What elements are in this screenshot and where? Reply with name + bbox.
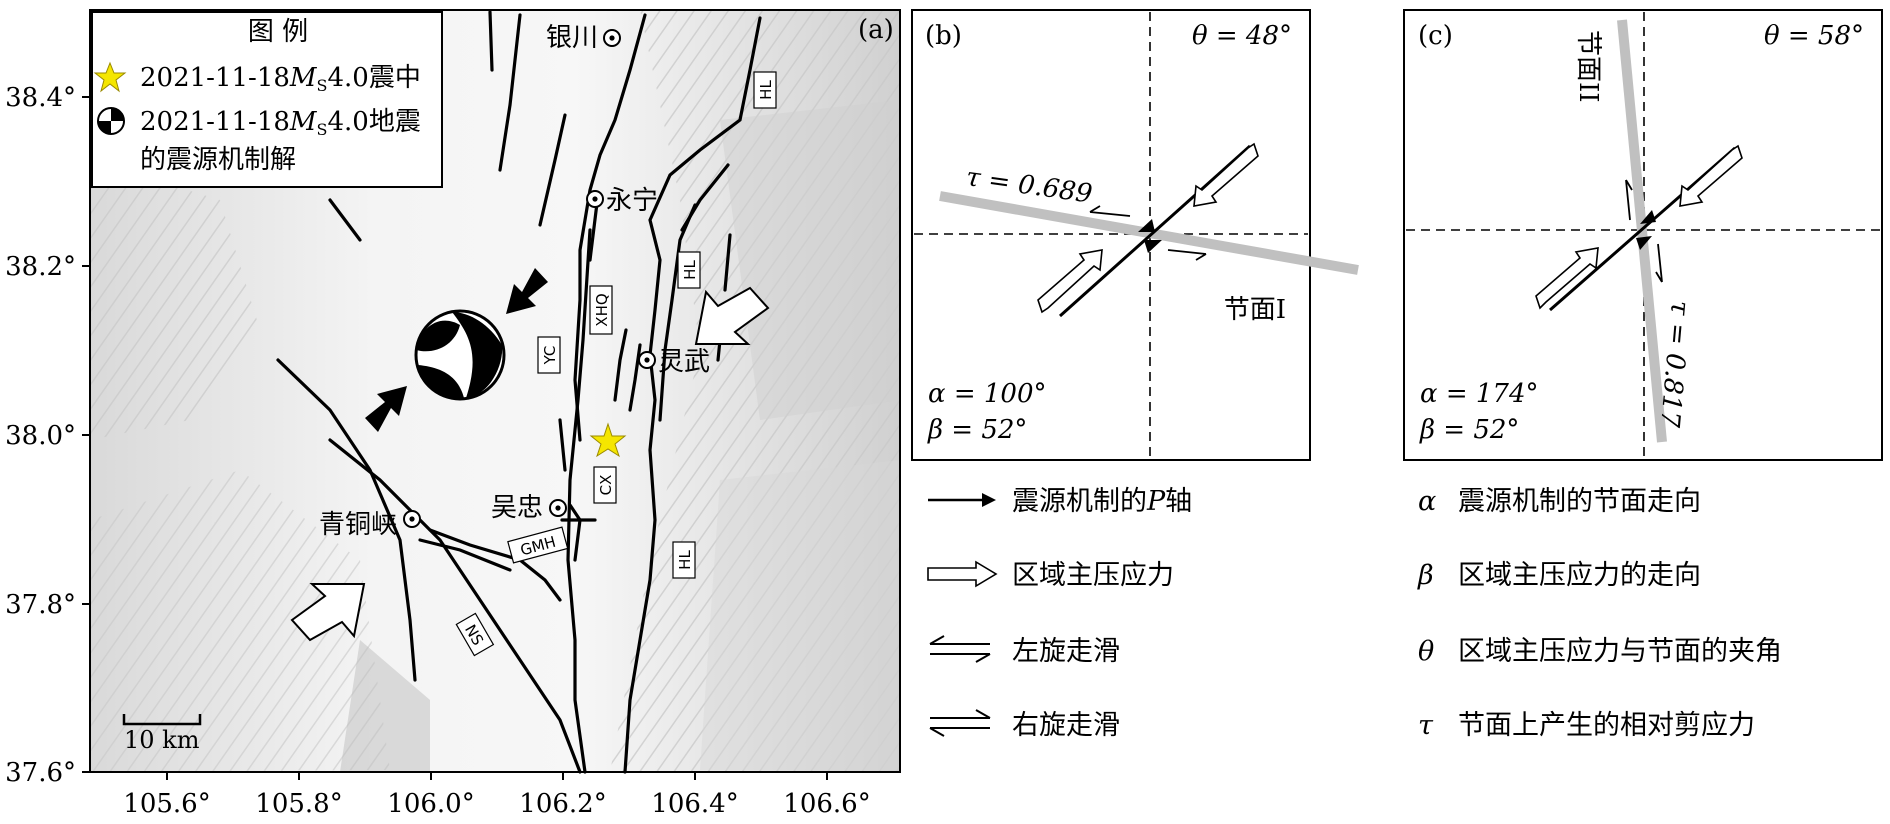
- legend-right-lateral: 右旋走滑: [929, 709, 1120, 741]
- legend-alpha-sym: α: [1418, 486, 1436, 517]
- y-tick-label: 38.2°: [5, 252, 76, 282]
- y-tick-label: 37.8°: [5, 590, 76, 620]
- svg-text:震源机制的P轴: 震源机制的P轴: [1012, 486, 1192, 517]
- y-tick-label: 38.4°: [5, 83, 76, 113]
- regional-stress-arrows: [290, 286, 770, 642]
- bottom-legend: 震源机制的P轴 区域主压应力 左旋走滑 右旋走滑 α 震源机制的节面走向 β 区…: [927, 486, 1782, 741]
- city-wuzhong: 吴忠: [491, 493, 567, 523]
- y-tick-label: 38.0°: [5, 421, 76, 451]
- svg-text:灵武: 灵武: [658, 347, 710, 377]
- panel-c: (c) θ = 58° 节面II τ = 0.817 α = 174° β = …: [1403, 9, 1883, 461]
- map-area: [89, 9, 901, 773]
- legend-tau-sym: τ: [1418, 710, 1434, 741]
- legend-p-axis: 震源机制的P轴: [928, 486, 1192, 517]
- svg-text:HL: HL: [681, 260, 699, 280]
- city-qingtongxia: 青铜峡: [319, 510, 421, 540]
- legend-left-lateral: 左旋走滑: [929, 635, 1120, 667]
- p-axis-arrows: [365, 268, 548, 432]
- nodal-plane-1: [939, 191, 1359, 275]
- x-tick-label: 105.6°: [123, 789, 210, 819]
- fault-label-yc: YC: [537, 336, 561, 374]
- map-axes: [82, 96, 828, 780]
- legend-alpha-desc: 震源机制的节面走向: [1458, 486, 1701, 517]
- x-tick-label: 105.8°: [255, 789, 342, 819]
- fault-label-hl-1: HL: [753, 71, 777, 109]
- city-yinchuan: 银川: [546, 23, 621, 53]
- svg-text:HL: HL: [676, 550, 694, 570]
- legend-star-icon: [93, 61, 127, 93]
- fault-label-hl-3: HL: [672, 541, 696, 579]
- panel-b: (b) θ = 48° τ = 0.689 节面I α = 100° β = 5…: [911, 9, 1359, 461]
- panel-c-label: (c): [1418, 21, 1453, 51]
- legend-beachball-icon: [97, 107, 125, 135]
- svg-text:青铜峡: 青铜峡: [319, 510, 397, 540]
- panel-c-beta: β = 52°: [1419, 415, 1519, 445]
- city-lingwu: 灵武: [638, 347, 710, 377]
- svg-text:YC: YC: [541, 346, 559, 366]
- map-legend: 图 例 2021-11-18MS4.0震中 2021-11-18MS4.0地震 …: [91, 11, 443, 188]
- x-tick-label: 106.2°: [519, 789, 606, 819]
- fault-label-hl-2: HL: [677, 251, 701, 289]
- svg-text:左旋走滑: 左旋走滑: [1012, 636, 1120, 667]
- panel-b-alpha: α = 100°: [928, 379, 1047, 409]
- panel-c-plane: 节面II: [1573, 30, 1603, 103]
- svg-text:右旋走滑: 右旋走滑: [1012, 710, 1120, 741]
- panel-b-label: (b): [925, 21, 962, 51]
- legend-theta-desc: 区域主压应力与节面的夹角: [1458, 636, 1782, 667]
- y-tick-label: 37.6°: [5, 758, 76, 788]
- x-tick-label: 106.4°: [651, 789, 738, 819]
- panel-b-plane: 节面I: [1224, 295, 1286, 325]
- legend-title: 图 例: [248, 17, 308, 47]
- svg-text:10 km: 10 km: [124, 726, 200, 754]
- legend-fm-text: 2021-11-18MS4.0地震: [140, 107, 421, 139]
- panel-a-label: (a): [858, 15, 894, 45]
- fault-label-cx: CX: [593, 466, 617, 504]
- city-yongning: 永宁: [586, 186, 658, 216]
- x-tick-label: 106.6°: [783, 789, 870, 819]
- legend-tau-desc: 节面上产生的相对剪应力: [1458, 710, 1755, 741]
- legend-beta-desc: 区域主压应力的走向: [1458, 560, 1701, 591]
- svg-text:CX: CX: [597, 475, 615, 496]
- city-markers: 银川 永宁 灵武 吴忠 青铜峡: [319, 23, 710, 540]
- legend-epicenter-text: 2021-11-18MS4.0震中: [140, 63, 421, 95]
- epicenter-star-icon: [589, 422, 627, 458]
- svg-text:永宁: 永宁: [606, 186, 658, 216]
- svg-text:区域主压应力: 区域主压应力: [1012, 560, 1174, 591]
- svg-text:XHQ: XHQ: [593, 293, 611, 326]
- legend-fm-line2: 的震源机制解: [140, 145, 296, 175]
- panel-c-alpha: α = 174°: [1420, 379, 1539, 409]
- focal-mechanism-beachball-icon: [414, 309, 506, 401]
- fault-label-xhq: XHQ: [589, 285, 613, 335]
- legend-theta-sym: θ: [1418, 636, 1434, 667]
- svg-text:HL: HL: [757, 80, 775, 100]
- x-tick-label: 106.0°: [387, 789, 474, 819]
- legend-beta-sym: β: [1417, 560, 1434, 591]
- panel-c-theta: θ = 58°: [1764, 21, 1864, 51]
- svg-text:吴忠: 吴忠: [491, 493, 543, 523]
- panel-b-theta: θ = 48°: [1192, 21, 1292, 51]
- map-tick-labels: 105.6° 105.8° 106.0° 106.2° 106.4° 106.6…: [5, 83, 871, 819]
- panel-b-beta: β = 52°: [927, 415, 1027, 445]
- svg-text:银川: 银川: [546, 23, 598, 53]
- legend-regional-stress: 区域主压应力: [927, 560, 1174, 591]
- scale-bar: 10 km: [122, 714, 202, 754]
